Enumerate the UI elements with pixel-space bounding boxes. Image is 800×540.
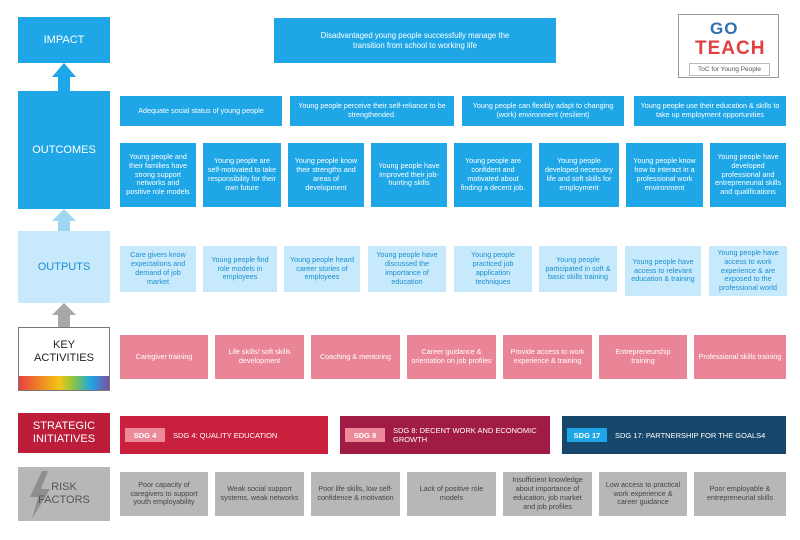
impact-statement: Disadvantaged young people successfully … bbox=[274, 18, 556, 63]
output-box: Young people participated in soft & basi… bbox=[539, 246, 617, 292]
activity-box: Provide access to work experience & trai… bbox=[503, 335, 592, 379]
outcomes-arrow bbox=[52, 209, 76, 231]
activity-box: Coaching & mentoring bbox=[311, 335, 400, 379]
activity-box: Entrepreneurship training bbox=[599, 335, 687, 379]
outcomes-label: OUTCOMES bbox=[18, 91, 110, 209]
key-activities-line2: ACTIVITIES bbox=[34, 352, 94, 364]
outcome-header: Adequate social status of young people bbox=[120, 96, 282, 126]
output-box: Care givers know expectations and demand… bbox=[120, 246, 196, 292]
logo-subtitle: ToC for Young People bbox=[689, 63, 770, 76]
risk-box: Poor employable & entrepreneurial skills bbox=[694, 472, 786, 516]
risk-box: Poor life skills, low self-confidence & … bbox=[311, 472, 400, 516]
risk-factors-label: RISK FACTORS bbox=[18, 467, 110, 521]
output-box: Young people have access to relevant edu… bbox=[625, 246, 701, 296]
outcome-box: Young people have improved their job-hun… bbox=[371, 143, 447, 207]
risk-box: Weak social support systems, weak networ… bbox=[215, 472, 304, 516]
output-box: Young people have access to work experie… bbox=[709, 246, 787, 296]
sdg-tag: SDG 8 bbox=[345, 428, 385, 442]
sdg-text: SDG 17: PARTNERSHIP FOR THE GOALS4 bbox=[615, 430, 766, 440]
lightning-icon bbox=[30, 471, 50, 519]
logo-teach: TEACH bbox=[695, 38, 766, 59]
output-box: Young people have discussed the importan… bbox=[368, 246, 446, 292]
sdg-text: SDG 8: DECENT WORK AND ECONOMIC GROWTH bbox=[393, 425, 537, 444]
outcome-box: Young people are confident and motivated… bbox=[454, 143, 532, 207]
outcome-box: Young people are self-motivated to take … bbox=[203, 143, 281, 207]
output-box: Young people find role models in employe… bbox=[203, 246, 277, 292]
sdg-tag: SDG 4 bbox=[125, 428, 165, 442]
sdg-tag: SDG 17 bbox=[567, 428, 607, 442]
outcome-box: Young people know their strengths and ar… bbox=[288, 143, 364, 207]
risk-box: Lack of positive role models bbox=[407, 472, 496, 516]
risk-box: Poor capacity of caregivers to support y… bbox=[120, 472, 208, 516]
strategic-initiatives-label: STRATEGIC INITIATIVES bbox=[18, 413, 110, 453]
outcome-header: Young people can flexibly adapt to chang… bbox=[462, 96, 624, 126]
activity-box: Caregiver training bbox=[120, 335, 208, 379]
sdg-initiative: SDG 17 SDG 17: PARTNERSHIP FOR THE GOALS… bbox=[562, 416, 786, 454]
sdg-initiative: SDG 8 SDG 8: DECENT WORK AND ECONOMIC GR… bbox=[340, 416, 550, 454]
logo-go: GO bbox=[710, 19, 739, 38]
outcome-header: Young people use their education & skill… bbox=[634, 96, 786, 126]
risk-box: Insufficient knowledge about importance … bbox=[503, 472, 592, 516]
output-box: Young people heard career stories of emp… bbox=[284, 246, 360, 292]
outcome-box: Young people have developed professional… bbox=[710, 143, 786, 207]
strategic-line2: INITIATIVES bbox=[32, 433, 96, 445]
sdg-text: SDG 4: QUALITY EDUCATION bbox=[173, 430, 278, 440]
outputs-label: OUTPUTS bbox=[18, 231, 110, 303]
risk-line2: FACTORS bbox=[38, 494, 90, 506]
outcome-box: Young people developed necessary life an… bbox=[539, 143, 619, 207]
sdg-initiative: SDG 4 SDG 4: QUALITY EDUCATION bbox=[120, 416, 328, 454]
activity-box: Life skills/ soft skills development bbox=[215, 335, 304, 379]
outcome-box: Young people and their families have str… bbox=[120, 143, 196, 207]
risk-line1: RISK bbox=[51, 481, 77, 493]
activity-box: Professional skills training bbox=[694, 335, 786, 379]
key-activities-label: KEY ACTIVITIES bbox=[18, 327, 110, 391]
outcome-header: Young people perceive their self-relianc… bbox=[290, 96, 454, 126]
goteach-logo: GO TEACH ToC for Young People bbox=[678, 14, 779, 78]
activity-box: Career guidance & orientation on job pro… bbox=[407, 335, 496, 379]
color-stripe bbox=[19, 376, 109, 390]
strategic-line1: STRATEGIC bbox=[32, 420, 96, 432]
risk-box: Low access to practical work experience … bbox=[599, 472, 687, 516]
output-box: Young people practiced job application t… bbox=[454, 246, 532, 292]
outcome-box: Young people know how to interact in a p… bbox=[626, 143, 703, 207]
outputs-arrow bbox=[52, 303, 76, 327]
impact-arrow bbox=[52, 63, 76, 91]
impact-label: IMPACT bbox=[18, 17, 110, 63]
key-activities-line1: KEY bbox=[52, 339, 75, 351]
